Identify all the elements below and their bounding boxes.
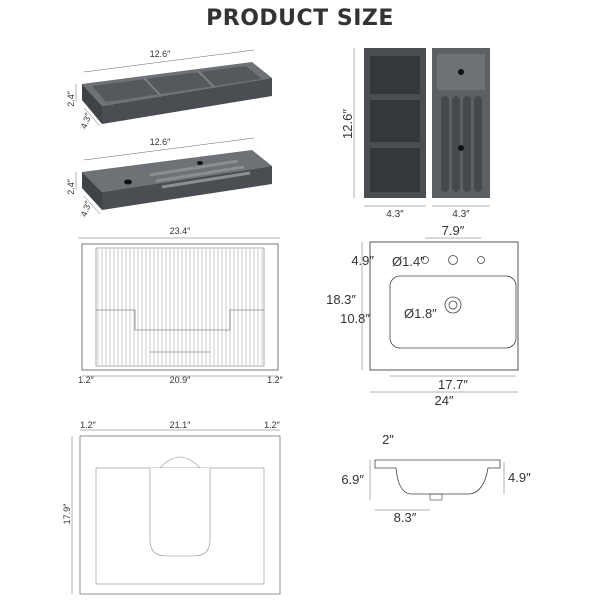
tray-lid [82,150,272,210]
tray-height-label: 2.4″ [66,90,76,107]
lid-length-line [83,137,255,161]
bowl-width-label: 17.7″ [438,377,468,392]
organizer-w1-label: 4.3″ [386,209,404,220]
front-width-label: 23.4″ [170,226,192,236]
front-side-right-label: 1.2″ [267,375,284,385]
lid-length-label: 12.6″ [150,137,172,147]
organizer-height-label: 12.6″ [340,109,355,139]
tray-length-label: 12.6″ [150,49,172,59]
faucet-spacing-label: 7.9″ [442,223,465,238]
sink-section-view [374,459,501,501]
back-depth-label: 4.9″ [351,253,374,268]
cabinet-plan-view [79,435,281,595]
lid-height-label: 2.4″ [66,178,76,195]
cabinet-front-view [81,243,279,371]
top-width-label: 24″ [434,393,453,408]
faucet-hole-label: Ø1.4″ [392,254,425,269]
tray-length-line [83,49,255,73]
section-height-label: 6.9″ [341,472,364,487]
tray-open-compartments [82,62,272,124]
section-width-label: 8.3″ [394,510,417,525]
cab-depth-label: 17.9″ [62,503,72,525]
lid-depth-line [83,195,101,215]
lid-depth-label: 4.3″ [79,199,94,218]
section-rim-label: 2″ [382,432,394,447]
page-title: PRODUCT SIZE [206,6,394,31]
cab-side-left-label: 1.2″ [80,420,97,430]
top-depth-label: 18.3″ [326,292,356,307]
organizer-lid-view [432,48,490,198]
countertop-top-view [369,241,519,371]
organizer-shelf [364,48,426,198]
drain-label: Ø1.8″ [404,306,437,321]
section-height2-label: 4.9″ [508,470,531,485]
bowl-depth-label: 10.8″ [340,311,370,326]
front-inner-label: 20.9″ [170,375,192,385]
tray-depth-label: 4.3″ [79,111,94,130]
cab-width-label: 21.1″ [170,420,192,430]
tray-depth-line [83,107,101,127]
cab-side-right-label: 1.2″ [264,420,281,430]
front-side-left-label: 1.2″ [78,375,95,385]
organizer-w2-label: 4.3″ [452,209,470,220]
